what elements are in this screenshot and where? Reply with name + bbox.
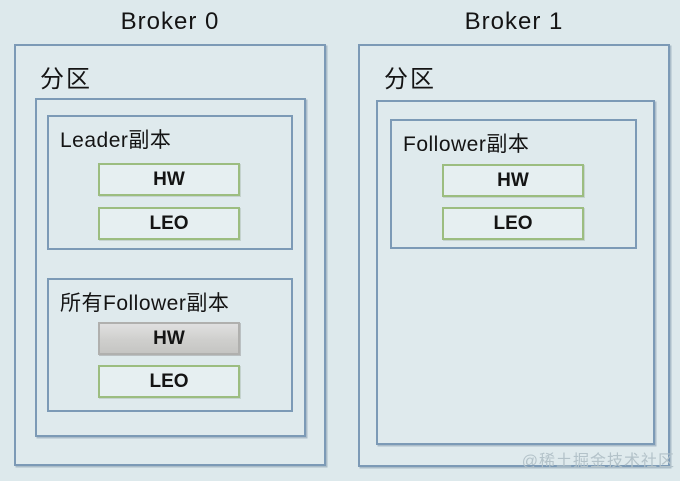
follower-leo-field: LEO	[442, 207, 584, 240]
follower-hw-label: HW	[497, 169, 529, 191]
all-followers-leo-field: LEO	[98, 365, 240, 398]
follower-leo-label: LEO	[493, 212, 533, 234]
broker-0-title: Broker 0	[120, 8, 220, 35]
leader-leo-label: LEO	[149, 212, 189, 234]
leader-replica-title: Leader副本	[60, 129, 172, 152]
broker-0-partition-box: Leader副本 HW LEO 所有Follower副本 HW LEO	[35, 98, 306, 437]
broker-1-partition-label: 分区	[384, 66, 436, 93]
leader-leo-field: LEO	[98, 207, 240, 240]
all-followers-replica-box: 所有Follower副本 HW LEO	[47, 278, 293, 412]
all-followers-hw-label: HW	[153, 327, 185, 349]
broker-1-box: 分区 Follower副本 HW LEO	[358, 44, 670, 467]
broker-0-box: 分区 Leader副本 HW LEO 所有Follower副本 HW LEO	[14, 44, 326, 466]
broker-1-partition-box: Follower副本 HW LEO	[376, 100, 655, 445]
all-followers-replica-title: 所有Follower副本	[60, 292, 230, 315]
follower-hw-field: HW	[442, 164, 584, 197]
all-followers-hw-field-highlighted: HW	[98, 322, 240, 355]
leader-hw-field: HW	[98, 163, 240, 196]
leader-replica-box: Leader副本 HW LEO	[47, 115, 293, 250]
broker-1-title: Broker 1	[464, 8, 564, 35]
all-followers-leo-label: LEO	[149, 370, 189, 392]
follower-replica-box: Follower副本 HW LEO	[390, 119, 637, 249]
leader-hw-label: HW	[153, 168, 185, 190]
broker-0-partition-label: 分区	[40, 66, 92, 93]
follower-replica-title: Follower副本	[403, 133, 530, 156]
